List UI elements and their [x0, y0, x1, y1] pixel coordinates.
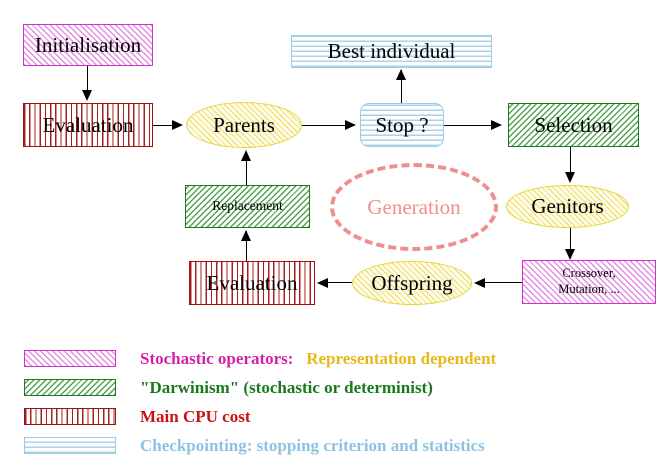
node-replacement-label: Replacement: [212, 198, 283, 214]
edge-parents-to-stop: [302, 124, 348, 126]
edge-evaluation-to-replacement-arrowhead: [241, 230, 251, 241]
node-evaluation-top-label: Evaluation: [42, 112, 134, 137]
node-generation-label: Generation: [367, 194, 461, 219]
node-replacement[interactable]: Replacement: [185, 185, 310, 228]
node-generation-bubble: Generation: [330, 163, 498, 251]
edge-genitors-to-crossover: [570, 228, 572, 251]
node-parents-label: Parents: [213, 112, 275, 137]
node-initialisation[interactable]: Initialisation: [23, 24, 153, 66]
node-crossover-mutation-label: Crossover, Mutation, ...: [558, 266, 620, 296]
edge-stop-to-selection-arrowhead: [491, 120, 502, 130]
edge-offspring-to-evaluation: [328, 282, 352, 284]
edge-parents-to-stop-arrowhead: [345, 120, 356, 130]
edge-initialisation-to-evaluation: [87, 66, 89, 92]
node-evaluation-top[interactable]: Evaluation: [23, 103, 153, 147]
legend-label-checkpointing: Checkpointing: stopping criterion and st…: [140, 435, 485, 455]
legend-swatch-blue-horizontal-lines: [24, 437, 116, 454]
node-best-individual[interactable]: Best individual: [291, 35, 492, 68]
edge-evaluation-to-parents: [153, 124, 175, 126]
node-offspring-label: Offspring: [371, 270, 453, 295]
edge-selection-to-genitors-arrowhead: [565, 172, 575, 183]
legend-row-checkpointing: Checkpointing: stopping criterion and st…: [24, 431, 644, 460]
edge-evaluation-to-replacement: [246, 231, 248, 261]
node-stop-label: Stop ?: [375, 112, 429, 137]
legend-row-main-cpu-cost: Main CPU cost: [24, 402, 644, 431]
legend-text-primary: Stochastic operators:: [140, 348, 294, 368]
node-stop[interactable]: Stop ?: [360, 103, 444, 147]
edge-offspring-to-evaluation-arrowhead: [317, 277, 328, 288]
legend-swatch-green-diagonal-hatch: [24, 379, 116, 396]
node-crossover-mutation[interactable]: Crossover, Mutation, ...: [522, 260, 656, 304]
edge-genitors-to-crossover-arrowhead: [565, 249, 575, 260]
edge-selection-to-genitors: [570, 147, 572, 174]
legend-swatch-magenta-diagonal-hatch: [24, 350, 116, 367]
node-selection[interactable]: Selection: [508, 103, 639, 147]
node-genitors[interactable]: Genitors: [506, 185, 629, 228]
node-selection-label: Selection: [534, 112, 613, 137]
legend-row-darwinism: "Darwinism" (stochastic or determinist): [24, 373, 644, 402]
legend-swatch-red-vertical-lines: [24, 408, 116, 425]
node-genitors-label: Genitors: [531, 194, 604, 219]
node-best-individual-label: Best individual: [327, 39, 456, 64]
edge-replacement-to-parents: [246, 153, 248, 185]
legend: Stochastic operators: Representation dep…: [24, 344, 644, 460]
node-initialisation-label: Initialisation: [34, 32, 142, 57]
legend-label-darwinism: "Darwinism" (stochastic or determinist): [140, 377, 433, 397]
edge-stop-to-best-individual-arrowhead: [396, 69, 406, 80]
node-evaluation-bottom-label: Evaluation: [206, 270, 298, 295]
edge-crossover-to-offspring-arrowhead: [474, 277, 485, 288]
legend-label-main-cpu-cost: Main CPU cost: [140, 406, 251, 426]
node-evaluation-bottom[interactable]: Evaluation: [189, 261, 315, 305]
edge-replacement-to-parents-arrowhead: [241, 150, 251, 161]
legend-row-stochastic-operators: Stochastic operators: Representation dep…: [24, 344, 644, 373]
edge-stop-to-best-individual: [401, 70, 403, 103]
legend-label-stochastic-operators: Stochastic operators: Representation dep…: [140, 349, 496, 369]
node-parents[interactable]: Parents: [186, 102, 302, 148]
legend-text-secondary: Representation dependent: [306, 348, 497, 368]
edge-crossover-to-offspring: [484, 282, 522, 284]
edge-evaluation-to-parents-arrowhead: [172, 120, 183, 130]
node-offspring[interactable]: Offspring: [352, 261, 472, 305]
edge-initialisation-to-evaluation-arrowhead: [82, 90, 92, 101]
edge-stop-to-selection: [444, 124, 494, 126]
